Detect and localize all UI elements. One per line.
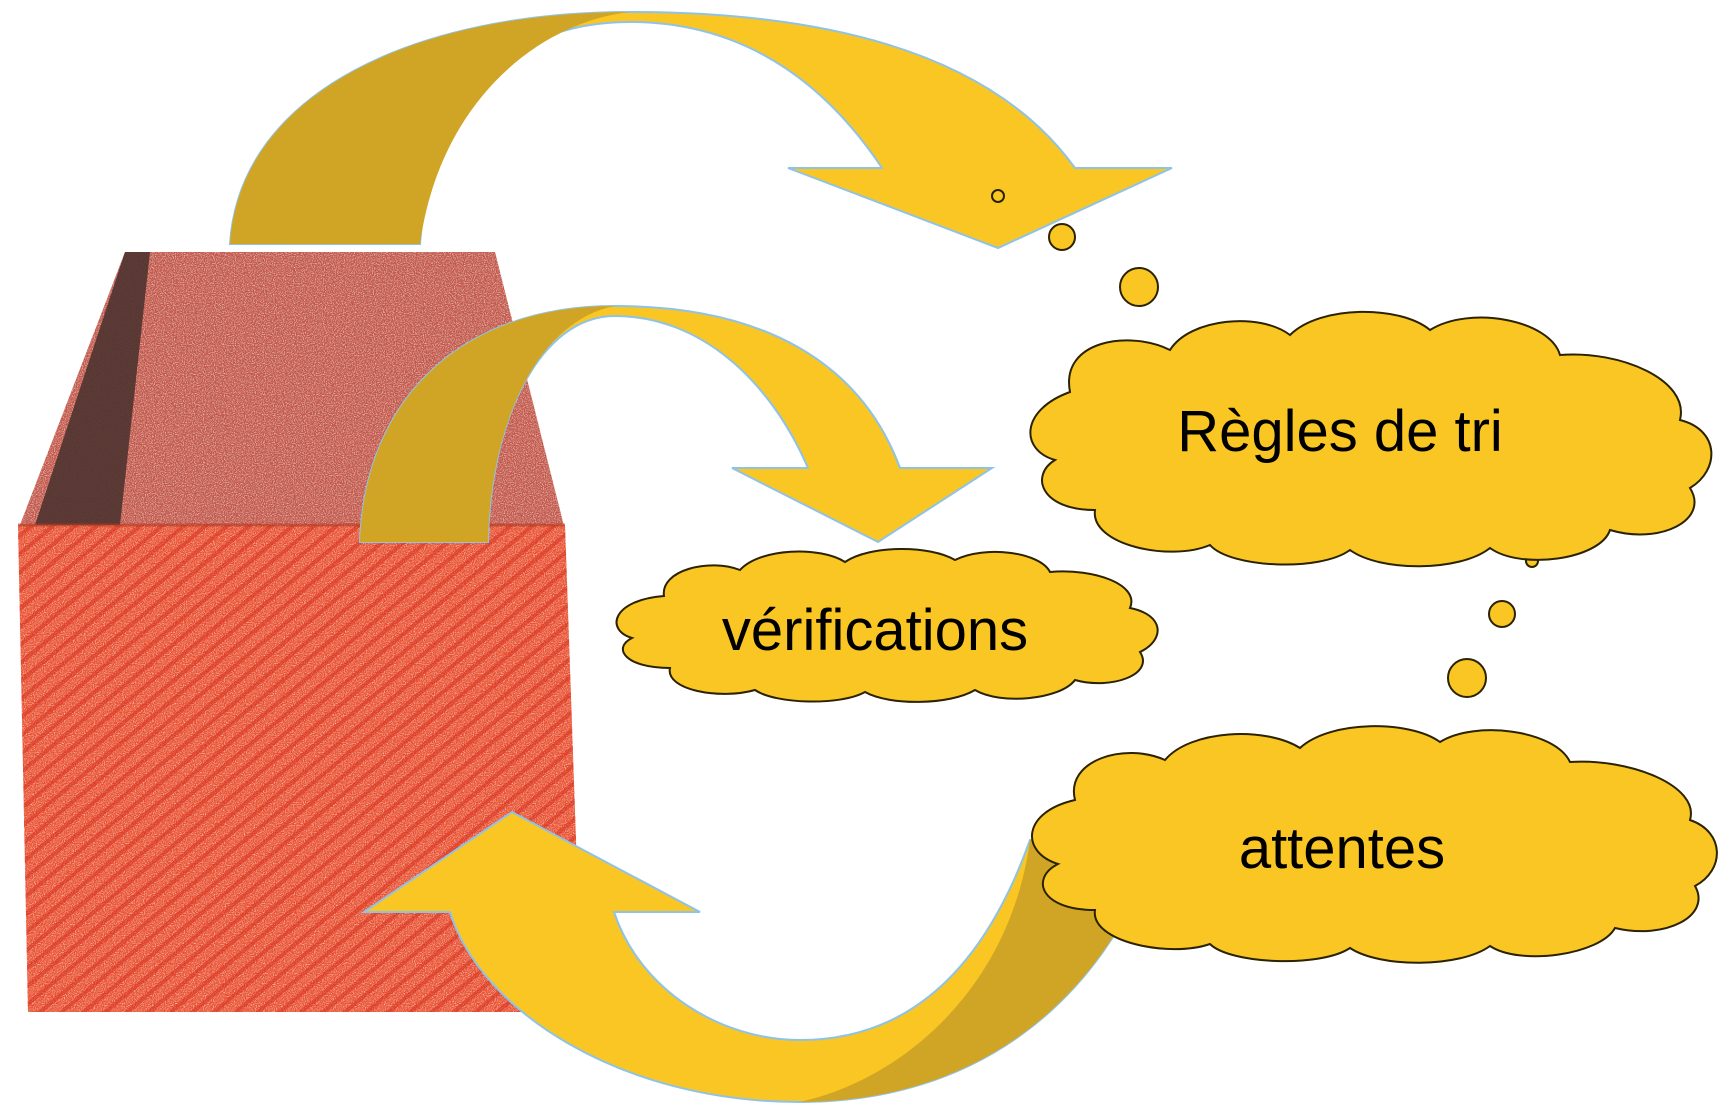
cloud-verifications: vérifications <box>615 548 1159 703</box>
cloud-shape <box>615 548 1159 703</box>
middle-arrow-shade <box>360 306 615 542</box>
bubble-dot <box>1488 600 1516 628</box>
top-arrow-shade <box>230 12 630 244</box>
bubble-dot <box>1119 267 1159 307</box>
curved-arrow-icon <box>228 10 1173 250</box>
cloud-regles-de-tri: Règles de tri <box>1029 310 1713 568</box>
cloud-label-verifications: vérifications <box>722 598 1028 663</box>
cloud-shape <box>1031 725 1718 964</box>
bubble-dot <box>991 189 1005 203</box>
cloud-shape <box>1029 310 1713 568</box>
curved-arrow-icon <box>358 304 996 544</box>
box-inner-left-wall <box>35 252 150 525</box>
cloud-label-regles: Règles de tri <box>1177 399 1503 464</box>
cloud-label-attentes: attentes <box>1239 816 1445 881</box>
thought-bubble-dots <box>991 189 1539 698</box>
bubble-dot <box>1048 223 1076 251</box>
bubble-dot <box>1447 658 1487 698</box>
cloud-attentes: attentes <box>1031 725 1718 964</box>
